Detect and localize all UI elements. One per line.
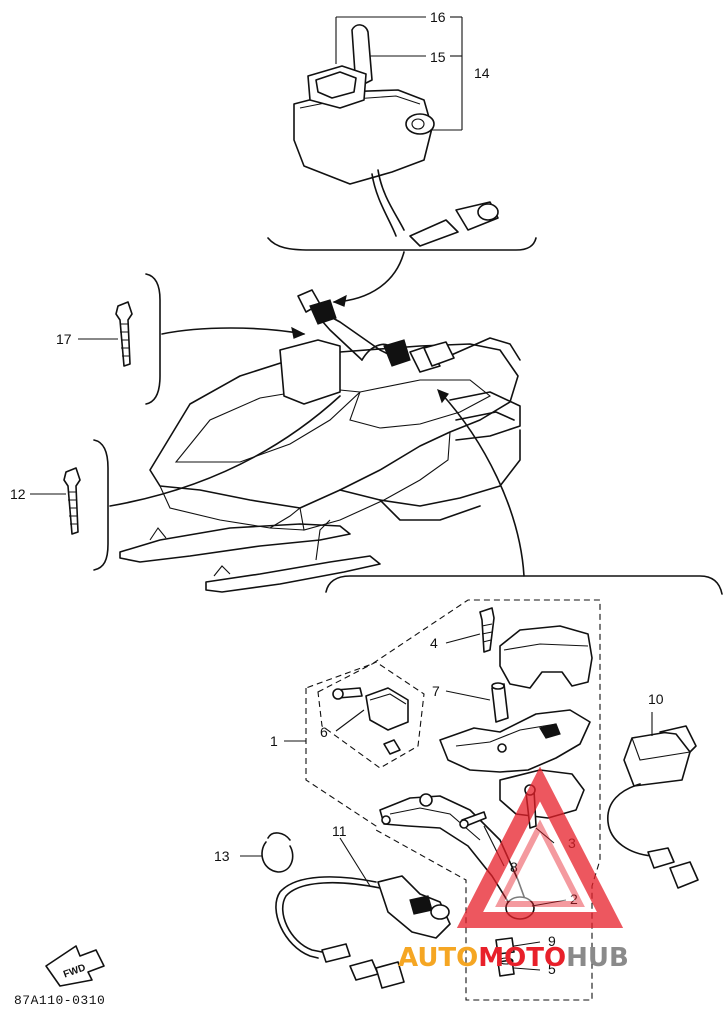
watermark-part-auto: AUTO	[398, 943, 478, 973]
top-bracket	[267, 237, 537, 251]
callout-7: 7	[432, 683, 440, 699]
snowmobile-illustration	[119, 289, 521, 593]
watermark-part-moto: MOTO	[478, 943, 566, 973]
watermark-part-hub: HUB	[566, 943, 629, 973]
kit-6-parts	[332, 687, 409, 755]
callout-2: 2	[570, 891, 578, 907]
strap-17-group	[78, 273, 306, 405]
kit-1-dashed-outline	[305, 599, 601, 1001]
callout-lines-bottom	[284, 633, 567, 971]
callout-8: 8	[510, 859, 518, 875]
watermark-triangle-icon	[456, 766, 624, 928]
watermark-logo	[456, 766, 624, 928]
brake-switch-11	[275, 837, 451, 989]
pointer-arrow-top	[333, 251, 405, 303]
strap-12-group	[30, 395, 341, 571]
callout-17: 17	[56, 331, 72, 347]
callout-16: 16	[430, 9, 446, 25]
callout-9: 9	[548, 933, 556, 949]
bottom-bracket	[325, 575, 723, 595]
callout-4: 4	[430, 635, 438, 651]
relay-10	[607, 712, 699, 889]
kit-6-dashed-outline	[317, 661, 425, 769]
callout-15: 15	[430, 49, 446, 65]
diagram-code: 87A110-0310	[14, 993, 105, 1008]
callout-5: 5	[548, 961, 556, 977]
callout-6: 6	[320, 724, 328, 740]
watermark-text: AUTOMOTOHUB	[398, 943, 629, 973]
callout-14: 14	[474, 65, 490, 81]
callout-lines-top	[335, 16, 463, 131]
throttle-housing-assembly	[293, 24, 499, 247]
callout-11: 11	[332, 823, 347, 839]
callout-10: 10	[648, 691, 664, 707]
cable-clip-13	[240, 832, 294, 873]
pointer-arrow-bottom	[439, 391, 525, 577]
callout-1: 1	[270, 733, 278, 749]
fwd-arrow: FWD	[45, 945, 105, 987]
callout-13: 13	[214, 848, 230, 864]
callout-12: 12	[10, 486, 26, 502]
